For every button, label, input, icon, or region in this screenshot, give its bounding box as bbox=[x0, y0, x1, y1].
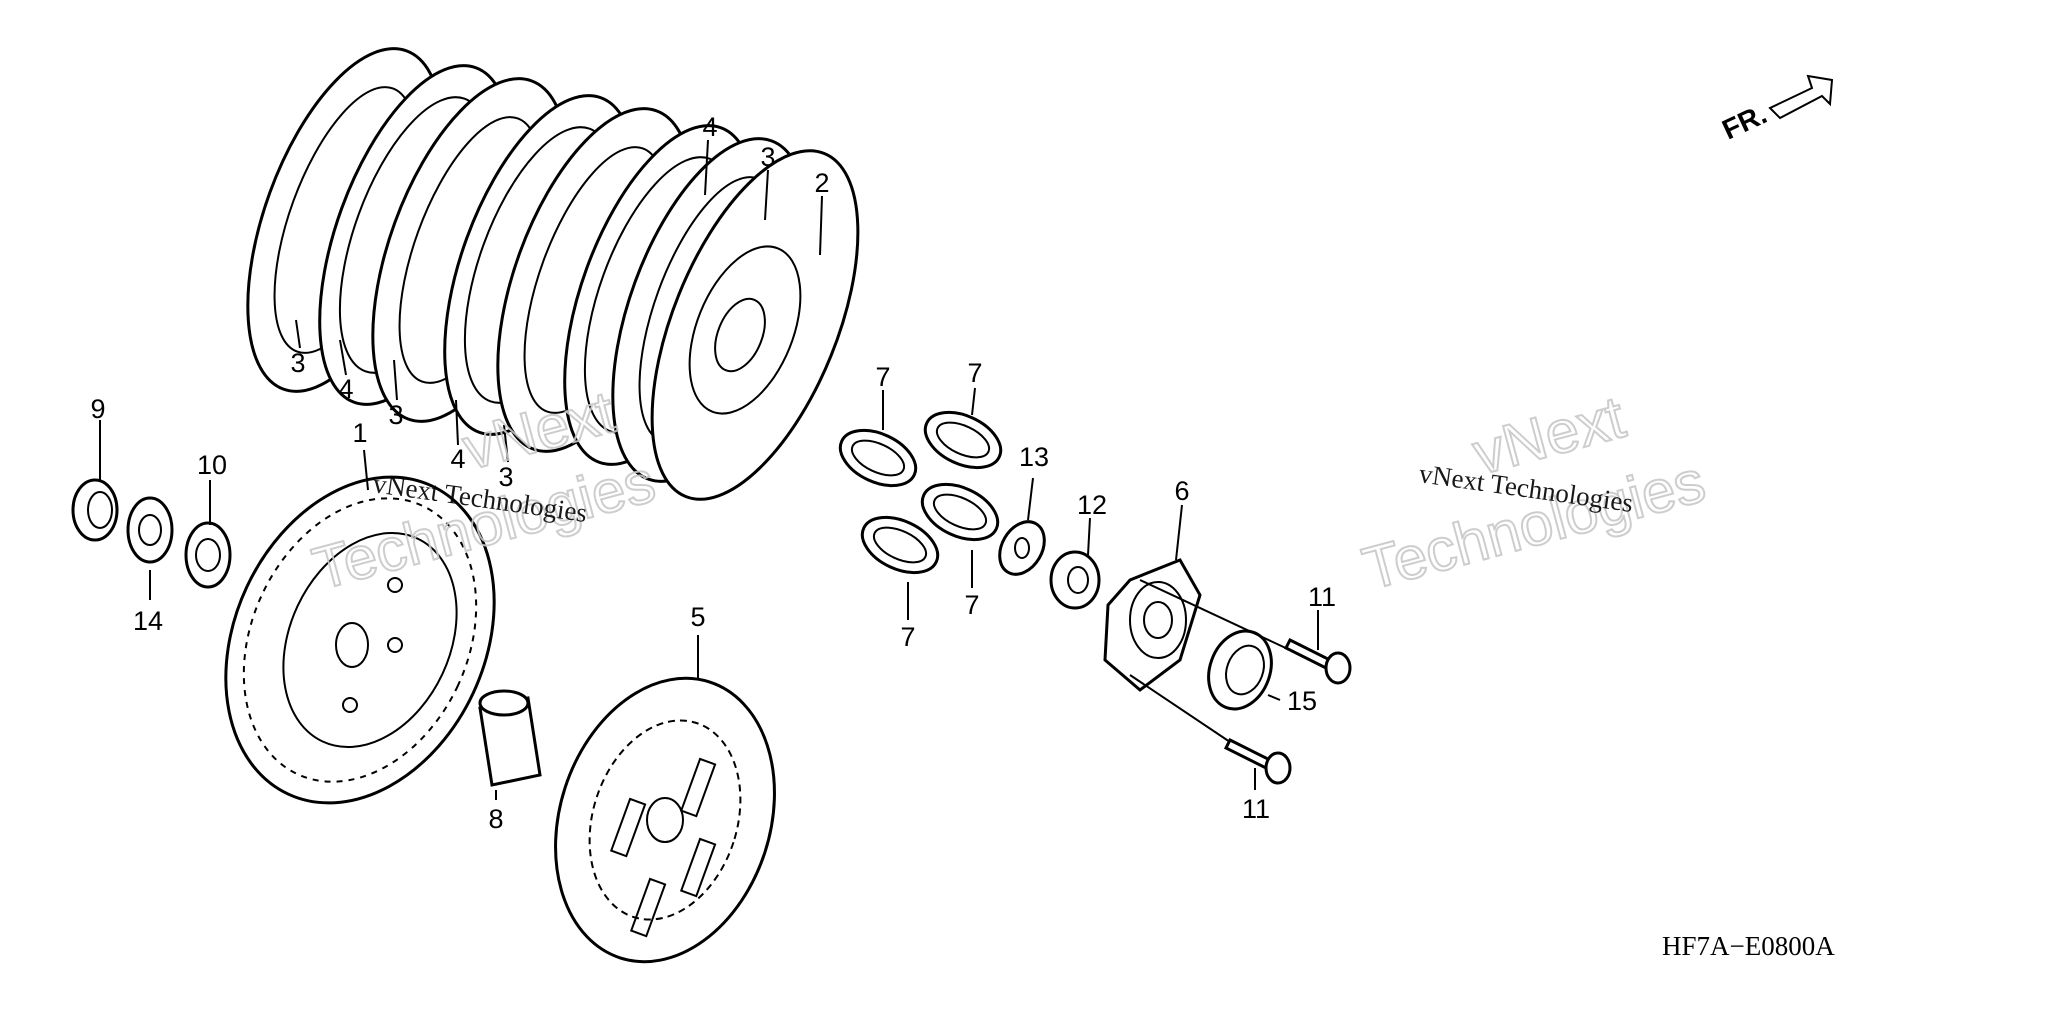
small-parts-left bbox=[71, 478, 232, 589]
lock-nut bbox=[1049, 550, 1101, 610]
callout-8: 8 bbox=[488, 804, 503, 834]
callout-2: 2 bbox=[814, 168, 829, 198]
bushing bbox=[71, 478, 119, 542]
callout-7: 7 bbox=[967, 358, 982, 388]
pressure-plate bbox=[554, 676, 776, 964]
callout-5: 5 bbox=[690, 602, 705, 632]
bolts bbox=[1223, 637, 1352, 785]
clutch-spring bbox=[923, 410, 1003, 470]
clutch-spring bbox=[920, 482, 1000, 542]
bolt-head bbox=[1324, 651, 1352, 685]
callout-3: 3 bbox=[498, 462, 513, 492]
bolt bbox=[1283, 637, 1333, 671]
callout-3: 3 bbox=[290, 348, 305, 378]
lock-washer bbox=[126, 496, 174, 564]
callout-13: 13 bbox=[1019, 442, 1049, 472]
callout-7: 7 bbox=[964, 590, 979, 620]
leader-lines bbox=[99, 139, 1319, 800]
callout-7: 7 bbox=[900, 622, 915, 652]
arrow-right-icon bbox=[1768, 74, 1834, 120]
callout-11: 11 bbox=[1308, 582, 1336, 612]
callout-12: 12 bbox=[1077, 490, 1107, 520]
callout-3: 3 bbox=[388, 400, 403, 430]
clutch-center-bore bbox=[714, 297, 766, 373]
callout-4: 4 bbox=[338, 374, 353, 404]
clutch-plate-stack bbox=[246, 47, 860, 501]
thrust-washer bbox=[184, 521, 232, 589]
collar bbox=[478, 689, 542, 787]
callout-3: 3 bbox=[760, 142, 775, 172]
clutch-spring bbox=[838, 428, 918, 488]
callout-7: 7 bbox=[875, 362, 890, 392]
callout-9: 9 bbox=[90, 394, 105, 424]
bearing bbox=[1207, 629, 1273, 711]
clutch-spring bbox=[860, 515, 940, 575]
callout-11: 11 bbox=[1242, 794, 1270, 824]
callout-14: 14 bbox=[133, 606, 163, 636]
callout-10: 10 bbox=[197, 450, 227, 480]
clutch-outer bbox=[224, 475, 496, 805]
callout-1: 1 bbox=[352, 418, 367, 448]
front-direction-indicator: FR. bbox=[1717, 74, 1834, 145]
callout-labels: 1 2 3 3 3 3 4 4 4 5 6 7 7 7 7 8 9 10 11 … bbox=[90, 112, 1336, 834]
clutch-center-hub bbox=[688, 245, 802, 415]
watermark-right: vNext Technologies vNext Technologies bbox=[1355, 382, 1713, 603]
bolt bbox=[1223, 737, 1273, 771]
callout-4: 4 bbox=[702, 112, 717, 142]
callout-6: 6 bbox=[1174, 476, 1189, 506]
washer bbox=[998, 520, 1046, 576]
callout-4: 4 bbox=[450, 444, 465, 474]
bolt-head bbox=[1264, 751, 1292, 785]
clutch-center bbox=[650, 149, 860, 501]
drawing-code: HF7A−E0800A bbox=[1662, 931, 1835, 961]
center-fasteners bbox=[998, 520, 1101, 610]
lifter-plate bbox=[1103, 558, 1202, 692]
callout-15: 15 bbox=[1287, 686, 1317, 716]
clutch-springs bbox=[838, 410, 1003, 575]
direction-label: FR. bbox=[1717, 98, 1771, 145]
